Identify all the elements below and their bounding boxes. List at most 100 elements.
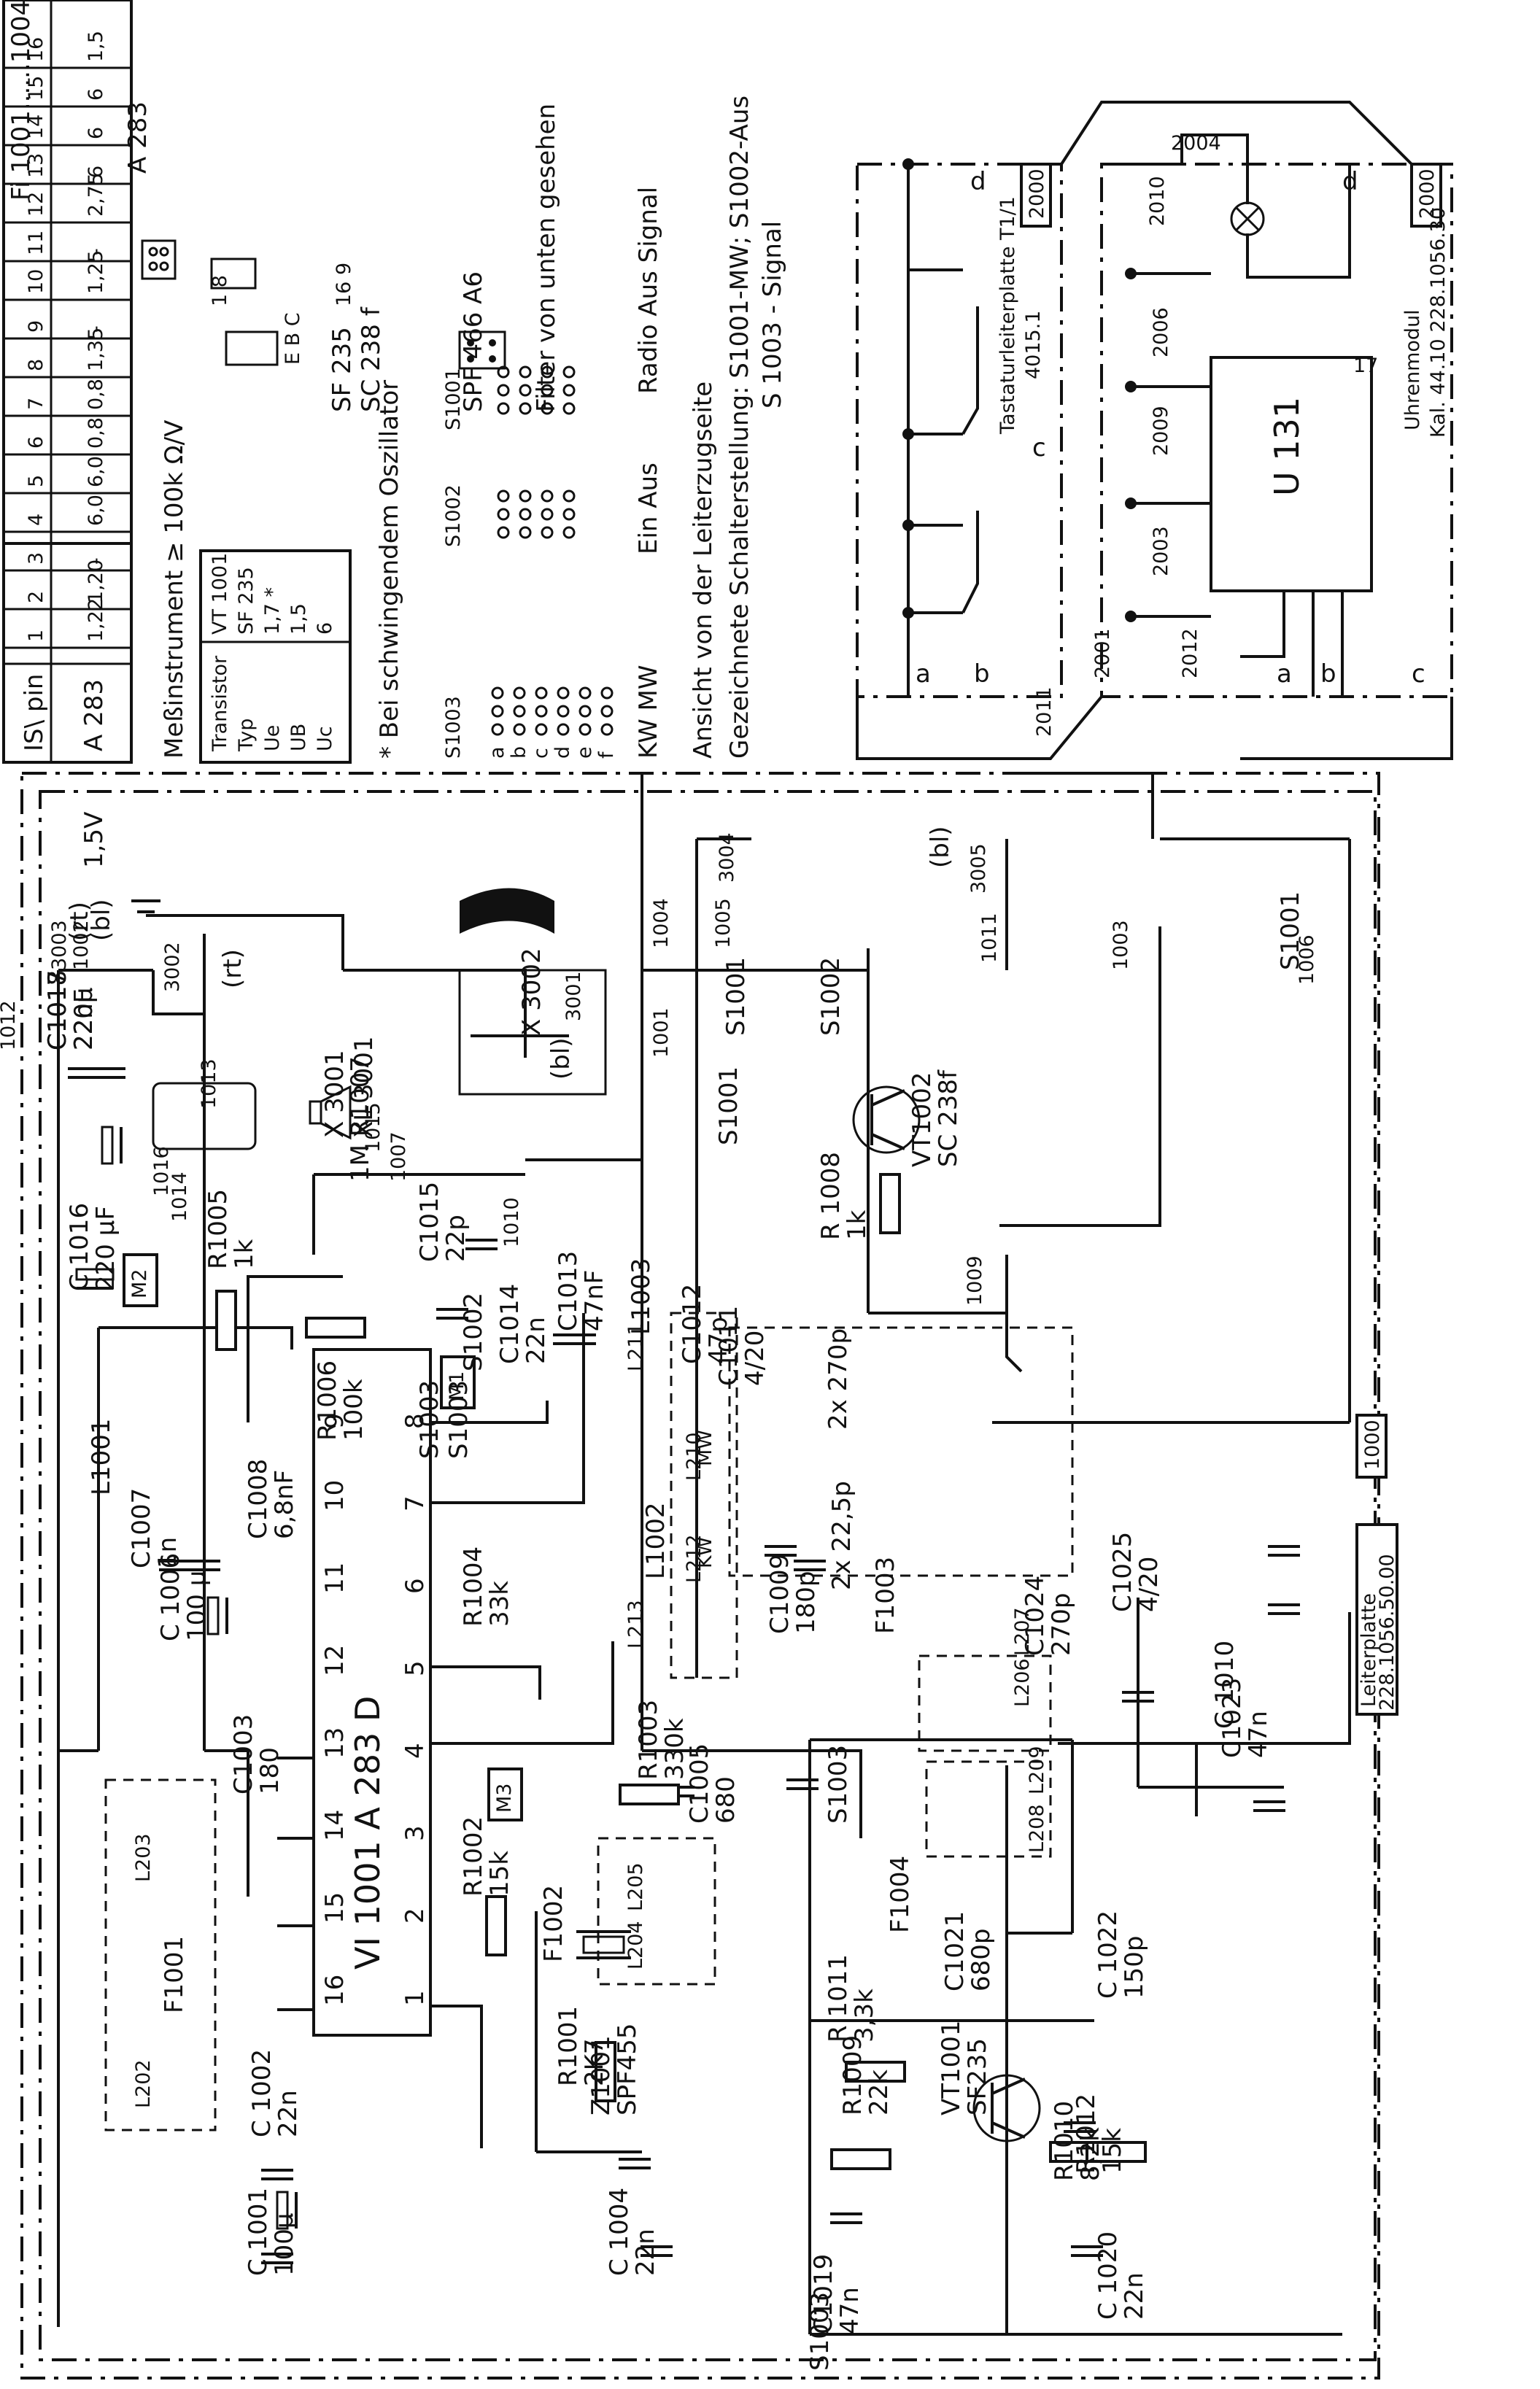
node-3005: 3005 xyxy=(967,843,990,894)
s1003-row: b xyxy=(508,746,530,759)
ic-pin: 9 xyxy=(320,1413,349,1429)
pin-voltage: 1,25 xyxy=(85,250,107,294)
label-c1003: 180 xyxy=(255,1747,285,1794)
switch-contact xyxy=(519,402,532,415)
label-c1003: C1003 xyxy=(229,1714,258,1794)
label-c225: 2x 22,5p xyxy=(827,1481,856,1590)
s1003-row: d xyxy=(552,746,574,759)
label-x3001: X 3001 xyxy=(320,1050,349,1138)
cm-term-a: a xyxy=(1277,659,1292,689)
label-c1013: 47nF xyxy=(580,1270,609,1331)
switch-contact xyxy=(557,686,570,700)
label-r1007: 1M R1007 xyxy=(346,1056,375,1182)
label-l1002: L1002 xyxy=(641,1503,670,1579)
label-c1011: C1011 xyxy=(714,1306,743,1386)
ic-pin: 14 xyxy=(320,1810,349,1841)
ic-pin: 16 xyxy=(320,1975,349,2006)
pin-voltage: - xyxy=(85,325,107,333)
label-c1001: C 1001 xyxy=(244,2188,273,2276)
trans-pins: E B C xyxy=(282,312,304,365)
s1002-title: S1002 xyxy=(442,484,465,547)
label-z1001: SPF455 xyxy=(613,2023,642,2115)
meter-m3: M3 xyxy=(493,1784,516,1813)
node-1002: 1002 xyxy=(70,920,93,970)
coil-l208: L208 xyxy=(1026,1804,1048,1853)
switch-contact xyxy=(519,508,532,521)
ic-pin: 2 xyxy=(401,1908,430,1924)
switch-contact xyxy=(541,508,554,521)
switch-contact xyxy=(579,686,592,700)
switch-s1002: S1002 xyxy=(459,1293,488,1371)
note-sig: S 1003 - Signal xyxy=(758,221,787,409)
label-vt1001: SF235 xyxy=(963,2038,992,2115)
fi-label: Fi 1001......1004 xyxy=(7,0,36,201)
switch-contact xyxy=(535,723,548,736)
label-battery: 1,5V xyxy=(80,812,109,868)
label-r1002: 15k xyxy=(485,1851,514,1897)
label-c1018: C1018 xyxy=(43,970,72,1050)
label-c1024: 270p xyxy=(1047,1593,1076,1656)
ic-pin: 11 xyxy=(320,1563,349,1594)
label-c1020: 22n xyxy=(1120,2272,1149,2320)
switch-contact xyxy=(541,526,554,539)
pin-number: 16 xyxy=(25,37,47,62)
coil-l203: L203 xyxy=(132,1833,155,1882)
s1003-bands: KW MW xyxy=(634,665,663,759)
pin-table-row-label: A 283 xyxy=(80,679,109,751)
label-c1001: 100µ xyxy=(270,2212,299,2276)
keyboard-sub: 4015.1 xyxy=(1022,311,1045,379)
s1003-row: f xyxy=(595,751,618,759)
label-c1023: 47n xyxy=(1244,1711,1273,1758)
label-c1002: 22n xyxy=(274,2090,303,2137)
coil-l212: L212 xyxy=(683,1534,705,1583)
node-1001: 1001 xyxy=(650,1007,673,1058)
node-1010: 1010 xyxy=(500,1197,523,1247)
label-r1008: 1k xyxy=(843,1209,872,1240)
resistor-body xyxy=(845,2061,906,2083)
label-c1024: C1024 xyxy=(1021,1576,1050,1656)
keyboard-title: Tastaturleiterplatte T1/1 xyxy=(997,196,1019,435)
label-r1009: 22k xyxy=(864,2069,894,2115)
coil-l209: L209 xyxy=(1026,1746,1048,1794)
label-c1014: 22n xyxy=(522,1317,551,1364)
label-l1001: L1001 xyxy=(87,1419,116,1495)
ic-pinout-label: A 283 xyxy=(123,101,152,174)
pin-number: 7 xyxy=(25,398,47,410)
switch-s1003: S1003 xyxy=(805,2292,835,2371)
resistor-body xyxy=(215,1290,237,1351)
switch-contact xyxy=(557,723,570,736)
label-c1009: C1009 xyxy=(765,1554,794,1634)
node-2011: 2011 xyxy=(1033,686,1056,737)
label-c1022: C 1022 xyxy=(1094,1910,1123,1999)
main-board-inner-border xyxy=(39,790,1377,2361)
ic-pin: 13 xyxy=(320,1727,349,1759)
label-r1009: R1009 xyxy=(838,2035,867,2115)
label-r1006: R1006 xyxy=(313,1360,342,1441)
clock-chip-pin: 17 xyxy=(1353,355,1378,377)
switch-contact xyxy=(541,402,554,415)
label-c1015: C1015 xyxy=(415,1182,444,1262)
resistor-body xyxy=(1086,2141,1147,2163)
switch-contact xyxy=(600,723,614,736)
label-x3002: X 3002 xyxy=(517,948,546,1036)
ic-pin: 10 xyxy=(320,1480,349,1511)
node-2010: 2010 xyxy=(1146,176,1169,226)
resistor-body xyxy=(305,1317,366,1339)
ic-pin: 7 xyxy=(401,1495,430,1511)
label-c1023: C1023 xyxy=(1218,1678,1247,1758)
main-board-number-box xyxy=(1355,1414,1388,1479)
wire-color-rt: (rt) xyxy=(65,902,94,941)
ic-pin: 12 xyxy=(320,1645,349,1676)
clock-chip: U 131 xyxy=(1267,397,1307,496)
node-2004: 2004 xyxy=(1171,132,1221,155)
resistor-body xyxy=(830,2148,891,2170)
label-r1008: R 1008 xyxy=(816,1152,846,1240)
label-f1004: F1004 xyxy=(886,1856,915,1933)
switch-contact xyxy=(519,489,532,503)
kb-term-a: a xyxy=(916,659,931,689)
label-c1020: C 1020 xyxy=(1094,2231,1123,2320)
pin-number: 14 xyxy=(25,115,47,139)
label-c1002: C 1002 xyxy=(247,2049,276,2137)
